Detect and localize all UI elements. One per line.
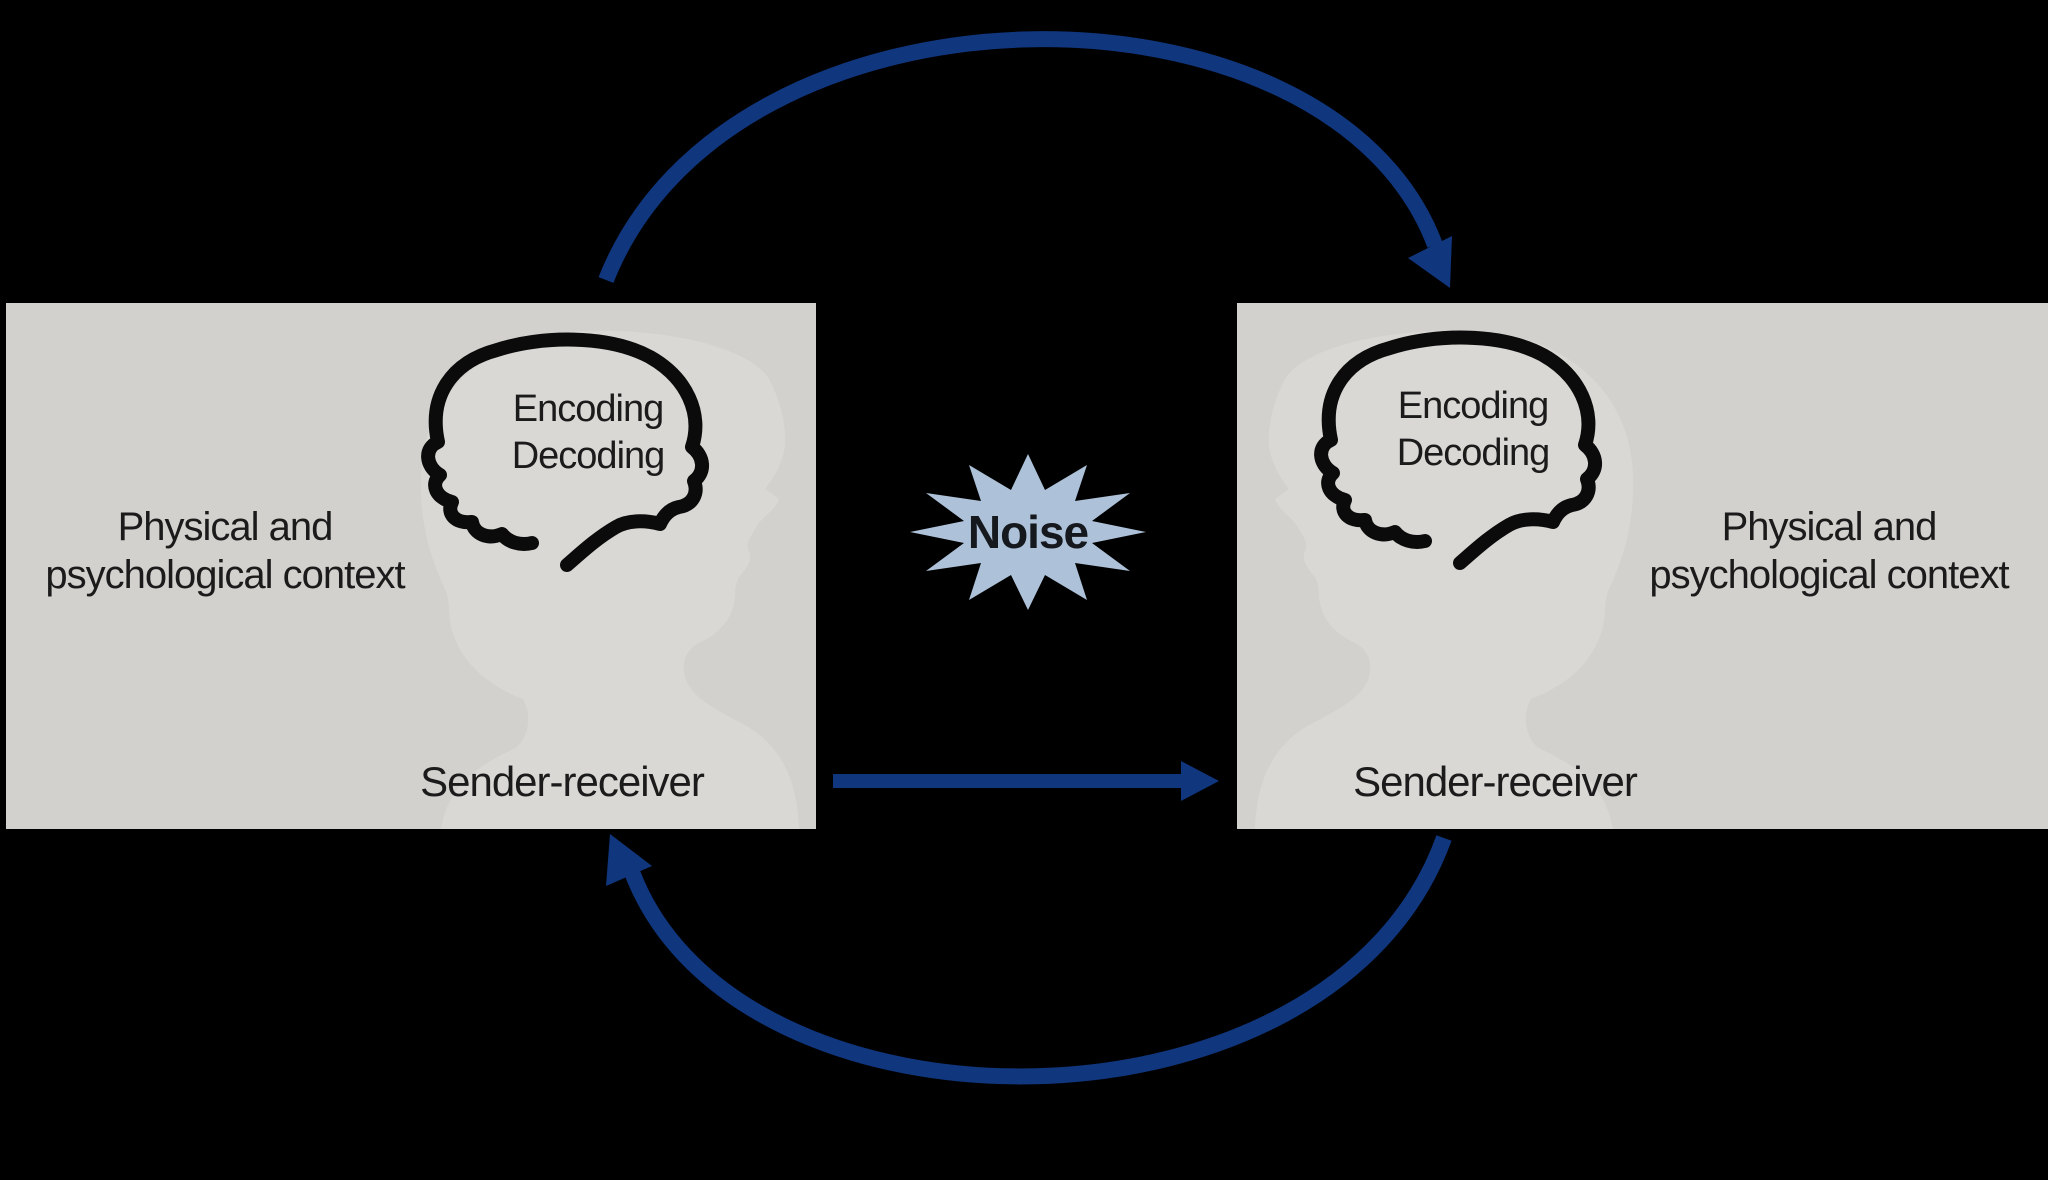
left-brain-label: Encoding Decoding [488,386,688,480]
noise-starburst-icon [910,454,1146,610]
right-encoding-label: Encoding [1397,385,1549,427]
message-arrow-icon [833,761,1219,801]
right-context-line1: Physical and [1721,505,1938,549]
right-context-label: Physical and psychological context [1629,503,2029,599]
left-context-label: Physical and psychological context [25,503,425,599]
right-role-label: Sender-receiver [1353,758,1638,805]
left-decoding-label: Decoding [511,435,666,477]
left-context-line2: psychological context [45,553,405,597]
right-context-line2: psychological context [1649,553,2009,597]
left-role-label: Sender-receiver [420,758,705,805]
bottom-channel-arrow-icon [606,834,1452,1085]
top-channel-arrow-icon [598,31,1452,288]
right-decoding-label: Decoding [1396,432,1551,474]
noise-label: Noise [967,506,1089,558]
left-context-line1: Physical and [117,505,334,549]
right-brain-label: Encoding Decoding [1373,383,1573,477]
left-encoding-label: Encoding [512,388,664,430]
